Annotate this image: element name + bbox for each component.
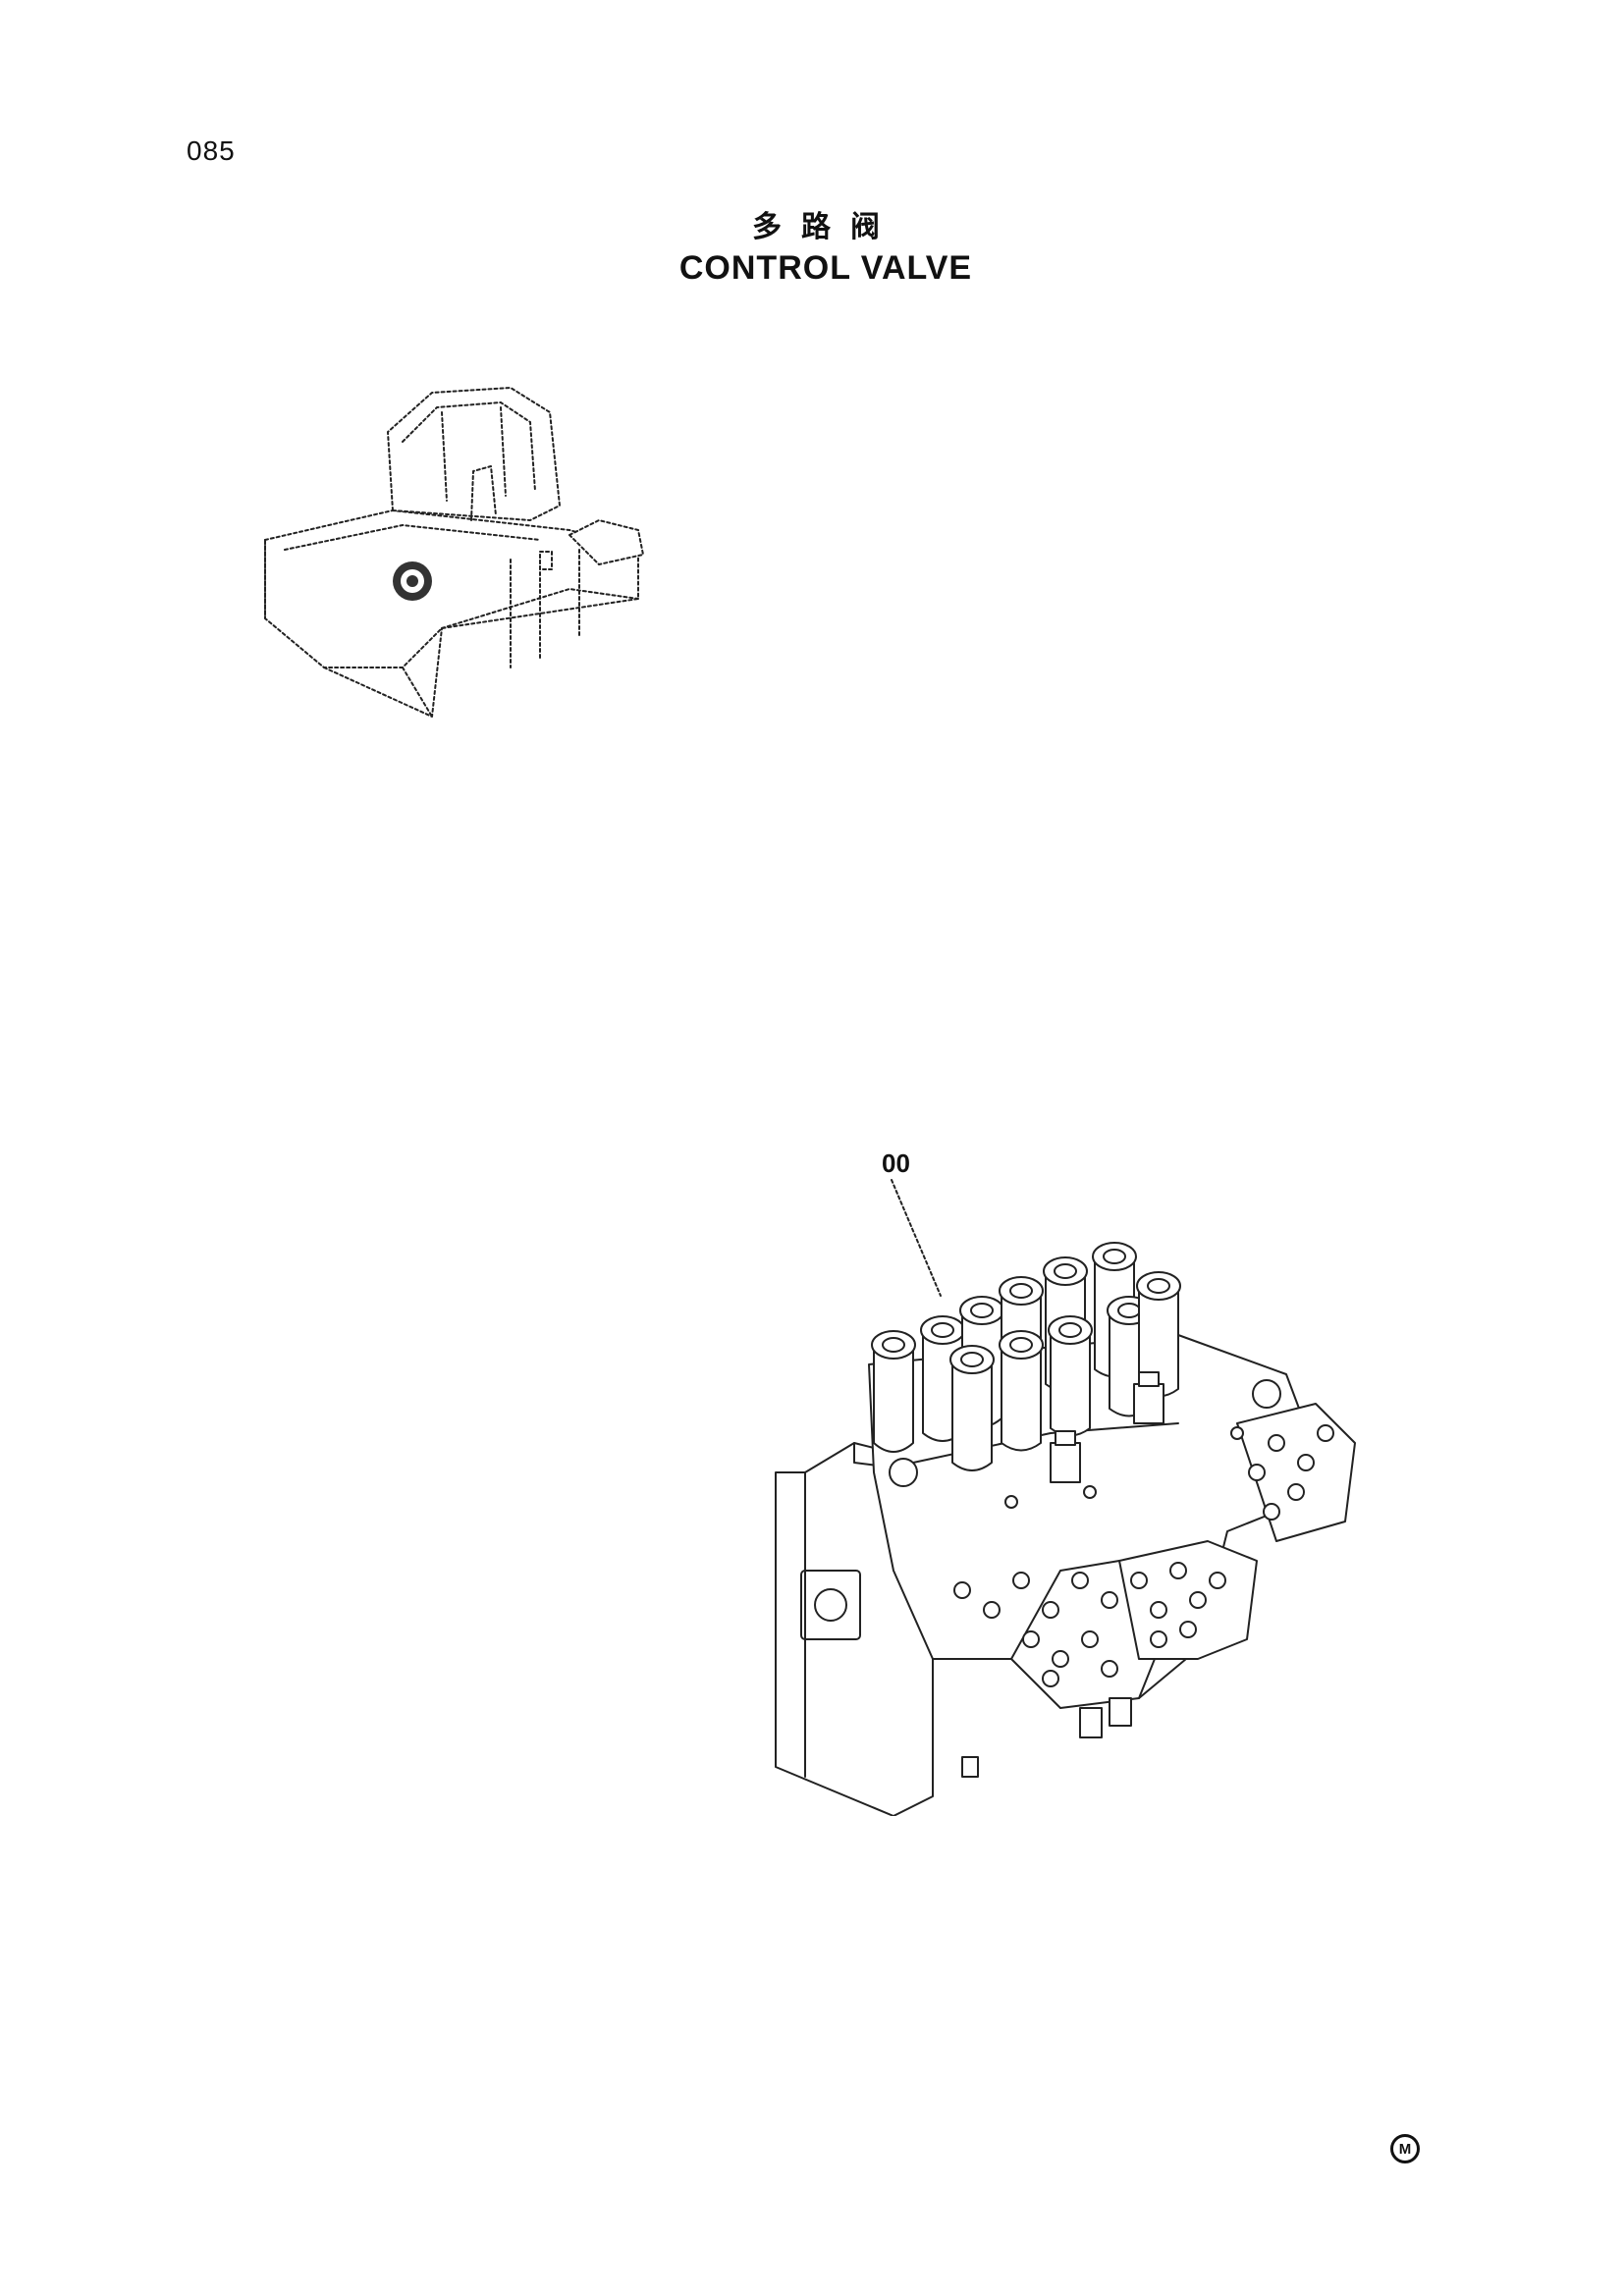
title-english: CONTROL VALVE bbox=[678, 249, 973, 287]
control-valve-illustration bbox=[766, 1148, 1375, 1816]
excavator-locator-illustration bbox=[245, 373, 658, 736]
part-callout-00: 00 bbox=[882, 1148, 910, 1178]
title-chinese: 多路阀 bbox=[752, 210, 899, 244]
page-number: 085 bbox=[187, 135, 236, 166]
marking-symbol-m: M bbox=[1390, 2134, 1420, 2163]
